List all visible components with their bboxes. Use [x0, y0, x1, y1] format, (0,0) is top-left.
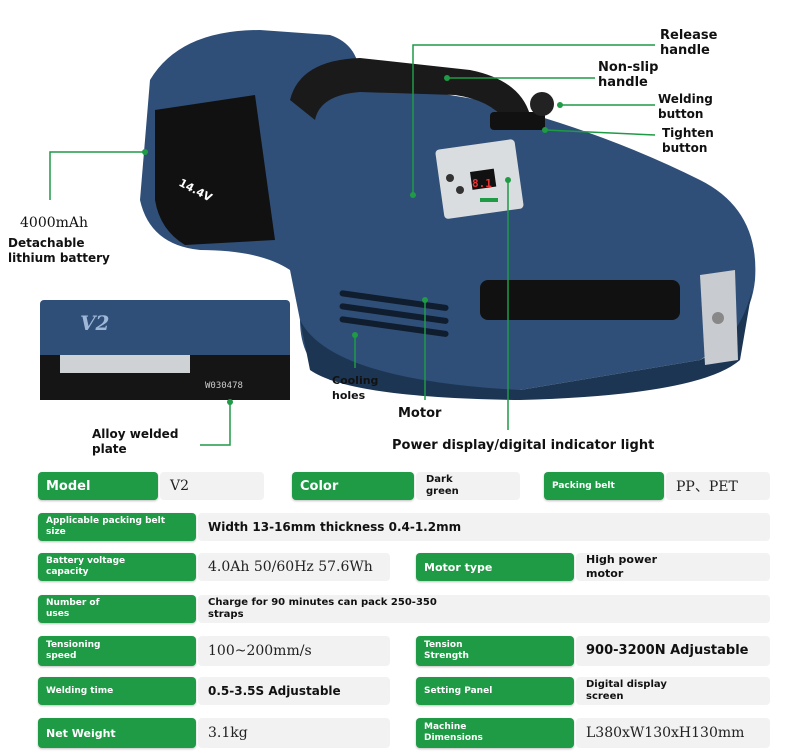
- spec-color-label: Color: [292, 472, 414, 500]
- spec-applicable-belt-value: Width 13-16mm thickness 0.4-1.2mm: [198, 513, 770, 541]
- spec-setting-panel-label: Setting Panel: [416, 677, 574, 705]
- spec-setting-panel-value: Digital display screen: [576, 677, 770, 705]
- callout-motor: Motor: [398, 406, 442, 421]
- spec-tension-speed-label: Tensioning speed: [38, 636, 196, 666]
- spec-uses-value: Charge for 90 minutes can pack 250-350 s…: [198, 595, 770, 623]
- callout-battery-capacity: 4000mAh: [20, 215, 89, 231]
- callout-non-slip-handle: Non-slip handle: [598, 60, 659, 90]
- spec-motor-type-value: High power motor: [576, 553, 770, 581]
- spec-model-label: Model: [38, 472, 158, 500]
- digital-display-panel: 8.1: [435, 139, 524, 219]
- welding-button: [530, 92, 554, 116]
- callout-tighten-button: Tighten button: [662, 126, 714, 155]
- callout-alloy-plate: Alloy welded plate: [92, 427, 179, 456]
- spec-net-weight-value: 3.1kg: [198, 718, 390, 748]
- spec-tension-strength-label: Tension Strength: [416, 636, 574, 666]
- spec-motor-type-label: Motor type: [416, 553, 574, 581]
- callout-release-handle: Release handle: [660, 28, 718, 58]
- spec-packing-belt-label: Packing belt: [544, 472, 664, 500]
- tighten-button: [490, 112, 545, 130]
- spec-welding-time-value: 0.5-3.5S Adjustable: [198, 677, 390, 705]
- non-slip-handle: [290, 58, 530, 120]
- callout-welding-button: Welding button: [658, 92, 713, 121]
- spec-model-value: V2: [160, 472, 264, 500]
- product-illustration: 14.4V 8.1 V2 W030478: [40, 30, 756, 446]
- callout-cooling-holes: Cooling holes: [332, 374, 379, 402]
- plate-model-label: V2: [80, 311, 110, 335]
- spec-tension-speed-value: 100~200mm/s: [198, 636, 390, 666]
- alloy-plate-inset: V2 W030478: [40, 300, 290, 400]
- callout-battery-desc: Detachable lithium battery: [8, 236, 110, 265]
- plate-code-label: W030478: [205, 381, 243, 391]
- cooling-holes: [339, 290, 449, 337]
- spec-applicable-belt-label: Applicable packing belt size: [38, 513, 196, 541]
- spec-dimensions-label: Machine Dimensions: [416, 718, 574, 748]
- callout-power-display: Power display/digital indicator light: [392, 438, 655, 453]
- spec-packing-belt-value: PP、PET: [666, 472, 770, 500]
- display-reading: 8.1: [472, 177, 492, 190]
- spec-battery-value: 4.0Ah 50/60Hz 57.6Wh: [198, 553, 390, 581]
- spec-dimensions-value: L380xW130xH130mm: [576, 718, 770, 748]
- spec-uses-label: Number of uses: [38, 595, 196, 623]
- spec-net-weight-label: Net Weight: [38, 718, 196, 748]
- spec-battery-label: Battery voltage capacity: [38, 553, 196, 581]
- spec-color-value: Dark green: [416, 472, 520, 500]
- battery-pack: [155, 95, 275, 245]
- spec-welding-time-label: Welding time: [38, 677, 196, 705]
- spec-tension-strength-value: 900-3200N Adjustable: [576, 636, 770, 666]
